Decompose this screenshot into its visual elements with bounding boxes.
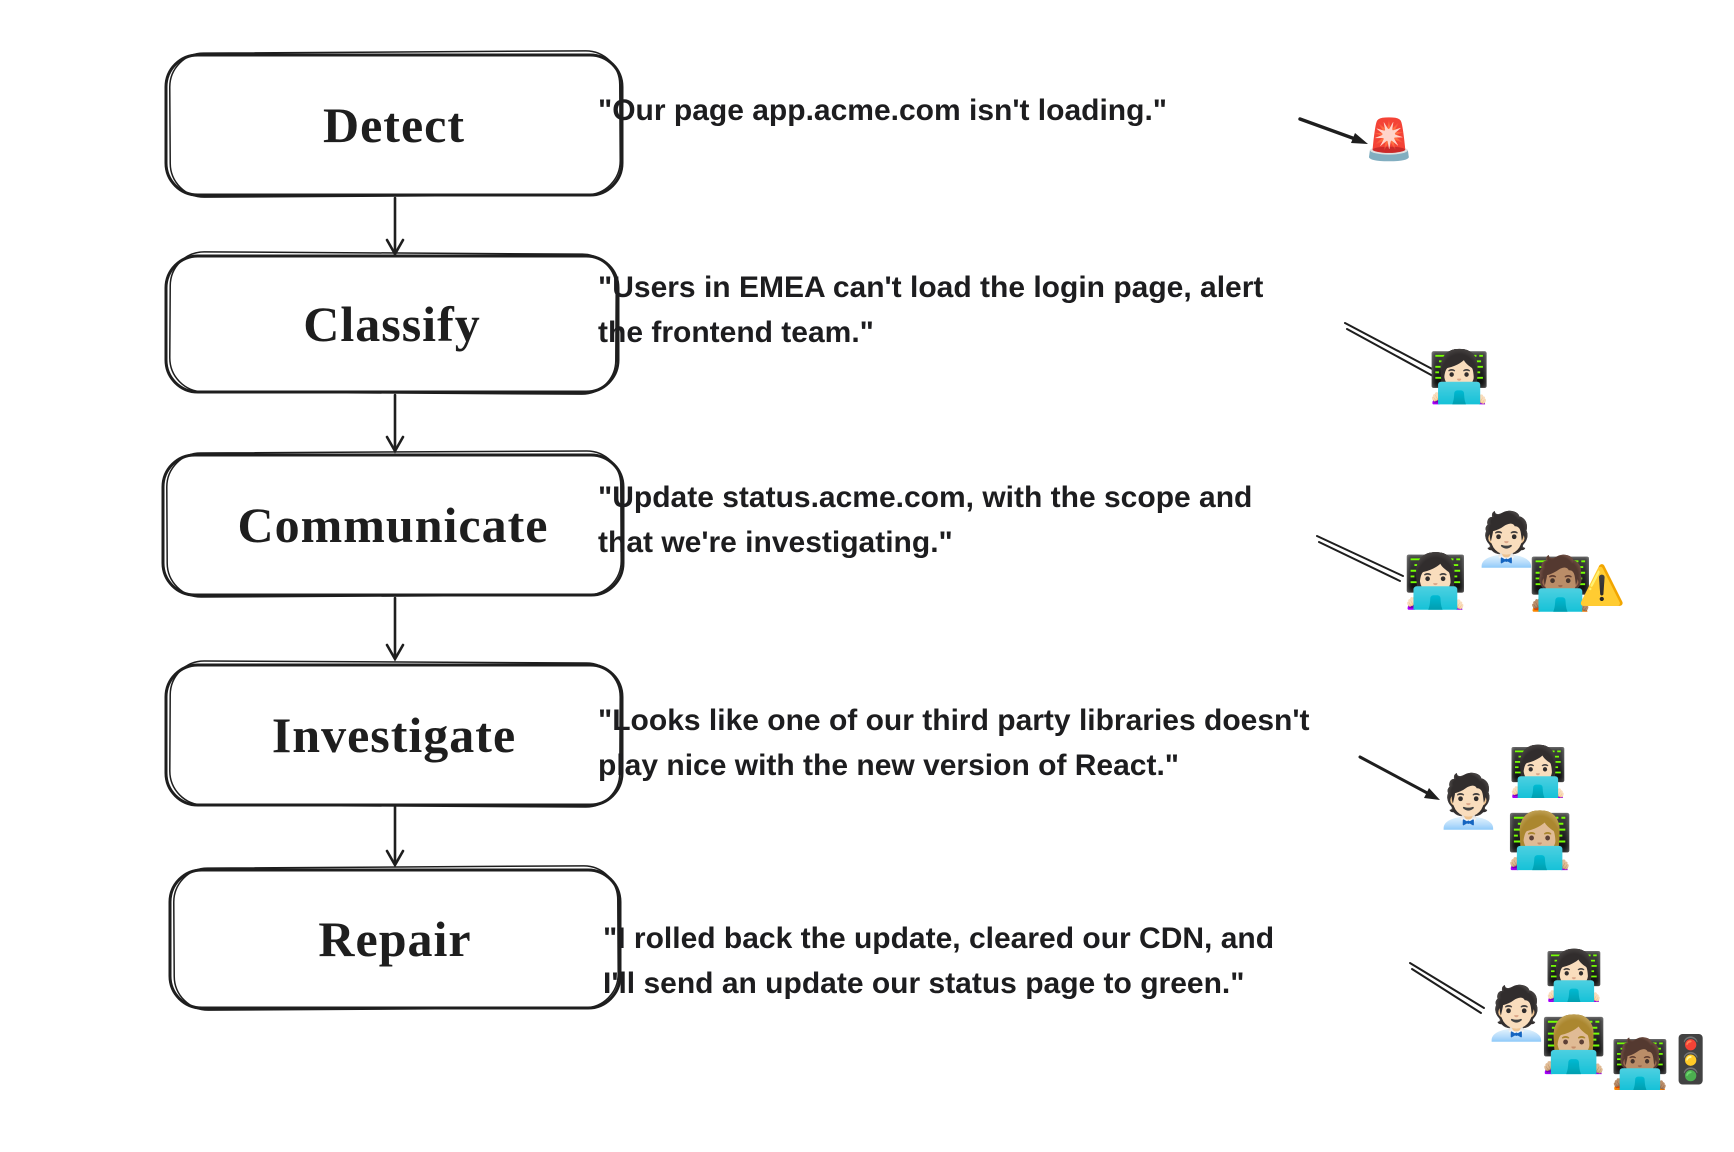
office-worker-emoji: 🧑🏻‍💼 <box>1474 510 1539 570</box>
blonde-woman-technologist-emoji: 👩🏼‍💻 <box>1540 1013 1608 1076</box>
step-label-investigate: Investigate <box>271 707 517 763</box>
quote-communicate: "Update status.acme.com, with the scope … <box>598 475 1252 565</box>
quote-line: "Users in EMEA can't load the login page… <box>598 271 1264 304</box>
connector-communicate-quote <box>1316 535 1404 582</box>
quote-line: that we're investigating." <box>598 526 953 559</box>
flow-arrow-communicate-investigate <box>385 596 405 662</box>
traffic-light-emoji: 🚦 <box>1662 1032 1720 1086</box>
quote-repair: "I rolled back the update, cleared our C… <box>603 916 1274 1006</box>
quote-detect: "Our page app.acme.com isn't loading." <box>598 88 1167 133</box>
blonde-woman-technologist-emoji: 👩🏼‍💻 <box>1506 809 1574 872</box>
quote-line: "I rolled back the update, cleared our C… <box>603 922 1275 955</box>
quote-classify: "Users in EMEA can't load the login page… <box>598 265 1263 355</box>
technologist-medium-skin-emoji: 🧑🏽‍💻 <box>1528 554 1593 614</box>
flow-arrow-investigate-repair <box>385 805 405 868</box>
step-box-classify <box>164 251 620 395</box>
step-label-detect: Detect <box>323 97 465 153</box>
woman-technologist-emoji: 👩🏻‍💻 <box>1508 744 1568 800</box>
step-box-detect <box>164 50 624 198</box>
flow-arrow-detect-classify <box>385 196 405 257</box>
step-label-repair: Repair <box>318 911 472 967</box>
quote-line: the frontend team." <box>598 316 874 349</box>
quote-line: "Our page app.acme.com isn't loading." <box>598 94 1168 127</box>
office-worker-emoji: 🧑🏻‍💼 <box>1484 984 1549 1044</box>
connector-detect-quote <box>1298 117 1368 144</box>
step-box-communicate <box>161 450 625 598</box>
quote-line: play nice with the new version of React.… <box>598 749 1180 782</box>
flow-arrow-classify-communicate <box>385 393 405 454</box>
quote-line: "Looks like one of our third party libra… <box>598 704 1310 737</box>
step-label-communicate: Communicate <box>237 497 549 553</box>
office-worker-emoji: 🧑🏻‍💼 <box>1436 772 1501 832</box>
step-box-investigate <box>164 660 624 808</box>
woman-technologist-emoji: 👩🏻‍💻 <box>1403 552 1468 612</box>
woman-technologist-emoji: 👩🏻‍💻 <box>1544 948 1604 1004</box>
connector-repair-quote <box>1409 962 1485 1014</box>
quote-line: "Update status.acme.com, with the scope … <box>598 481 1253 514</box>
technologist-medium-skin-emoji: 🧑🏽‍💻 <box>1610 1036 1670 1092</box>
quote-line: I'll send an update our status page to g… <box>603 967 1245 1000</box>
step-box-repair <box>168 865 622 1011</box>
connector-investigate-quote <box>1358 755 1440 800</box>
connector-classify-quote <box>1344 322 1437 377</box>
quote-investigate: "Looks like one of our third party libra… <box>598 698 1309 788</box>
woman-technologist-emoji: 👩🏻‍💻 <box>1428 348 1491 406</box>
warning-sign-emoji: ⚠️ <box>1578 563 1626 607</box>
step-label-classify: Classify <box>303 296 481 352</box>
police-car-light-emoji: 🚨 <box>1364 117 1414 163</box>
